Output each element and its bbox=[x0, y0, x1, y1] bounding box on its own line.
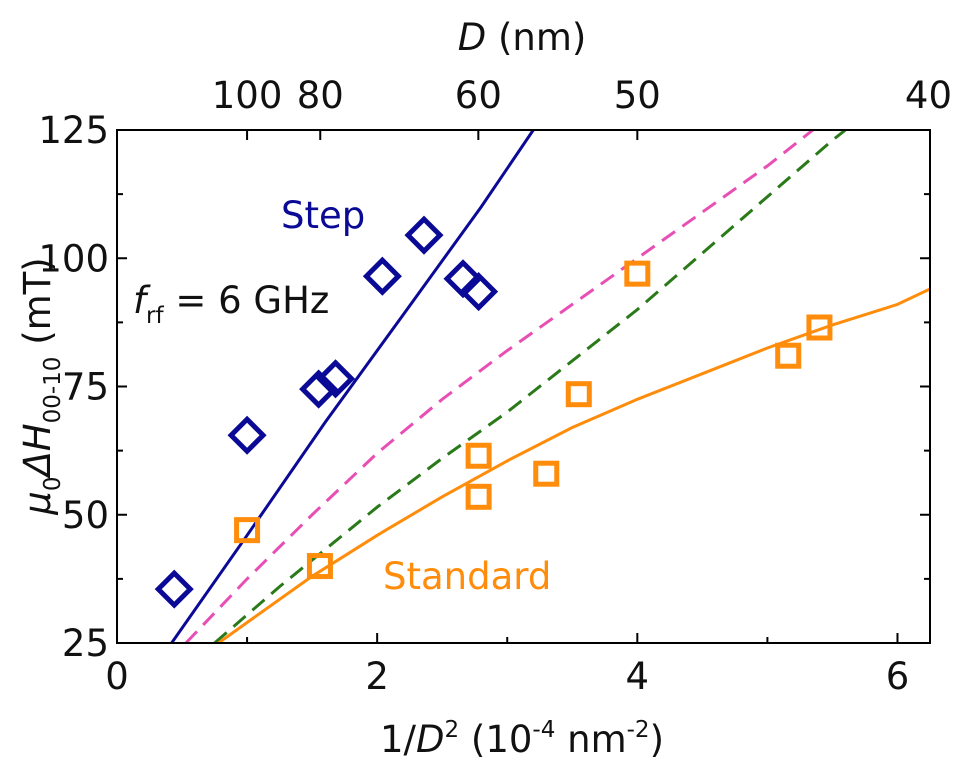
y-tick-label-0: 25 bbox=[62, 622, 109, 665]
axis-tick-labels: 0 2 4 6 25 50 75 100 125 100 80 60 50 40 bbox=[38, 74, 952, 698]
point-step-3 bbox=[315, 359, 356, 399]
point-step-4 bbox=[362, 256, 402, 296]
x-tick-label-3: 6 bbox=[886, 655, 910, 698]
point-standard-7 bbox=[775, 342, 802, 369]
y-tick-label-1: 50 bbox=[62, 494, 109, 537]
point-standard-8 bbox=[806, 314, 833, 341]
point-standard-1 bbox=[306, 553, 333, 580]
top-tick-label-4: 40 bbox=[905, 74, 952, 117]
fit-curve-solid-0 bbox=[170, 130, 535, 643]
x-tick-label-0: 0 bbox=[105, 655, 129, 698]
top-tick-label-3: 50 bbox=[614, 74, 661, 117]
x-tick-label-2: 4 bbox=[626, 655, 650, 698]
point-step-0 bbox=[154, 569, 194, 609]
point-standard-3 bbox=[465, 483, 492, 510]
fit-curve-dashed-2 bbox=[213, 130, 847, 643]
series-label-step: Step bbox=[281, 194, 365, 237]
x-axis-title: 1/D2 (10-4 nm-2) bbox=[380, 717, 664, 761]
point-step-5 bbox=[404, 215, 444, 255]
y-tick-label-2: 75 bbox=[62, 366, 109, 409]
point-standard-0 bbox=[234, 517, 261, 544]
series-label-standard: Standard bbox=[383, 555, 551, 598]
point-standard-5 bbox=[565, 381, 592, 408]
top-tick-label-0: 100 bbox=[212, 74, 283, 117]
point-step-2 bbox=[299, 369, 339, 409]
axis-ticks bbox=[116, 129, 931, 644]
y-tick-label-3: 100 bbox=[38, 237, 109, 280]
fit-curve-solid-3 bbox=[217, 287, 930, 643]
point-standard-2 bbox=[465, 442, 492, 469]
point-standard-6 bbox=[624, 260, 651, 287]
frequency-annotation: frf = 6 GHz bbox=[133, 279, 329, 329]
data-markers bbox=[154, 215, 833, 609]
top-tick-label-1: 80 bbox=[297, 74, 344, 117]
top-tick-label-2: 60 bbox=[455, 74, 502, 117]
point-standard-4 bbox=[533, 460, 560, 487]
fit-curve-dashed-1 bbox=[184, 130, 814, 643]
y-axis-title: μ0ΔH00-10 (mT) bbox=[16, 257, 66, 515]
x-tick-label-1: 2 bbox=[365, 655, 389, 698]
y-tick-label-4: 125 bbox=[38, 109, 109, 152]
point-step-7 bbox=[459, 272, 499, 312]
point-step-1 bbox=[227, 415, 267, 455]
top-axis-title: D (nm) bbox=[458, 16, 587, 59]
